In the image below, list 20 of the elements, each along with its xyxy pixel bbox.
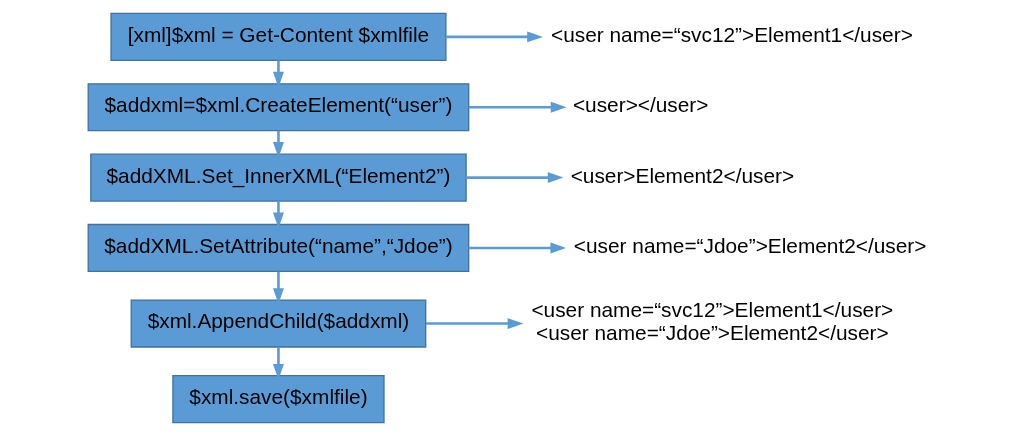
arrow	[468, 101, 567, 113]
arrow	[425, 318, 524, 330]
node-box: $addXML.Set_InnerXML(“Element2”)	[90, 153, 467, 202]
node-box: $xml.AppendChild($addxml)	[130, 299, 427, 348]
node-text: <user name=“svc12”>Element1</user> <user name=“Jdoe”>Element2</user>	[531, 297, 894, 345]
node-box: $addXML.SetAttribute(“name”,“Jdoe”)	[87, 223, 470, 273]
arrow	[468, 242, 567, 254]
node-text: <user>Element2</user>	[570, 163, 795, 187]
node-box: $addxml=$xml.CreateElement(“user”)	[87, 83, 470, 132]
arrow	[466, 172, 564, 184]
arrow	[446, 31, 543, 43]
node-box: [xml]$xml = Get-Content $xmlfile	[110, 12, 447, 61]
node-text: <user name=“svc12”>Element1</user>	[551, 22, 913, 46]
node-text: <user></user>	[572, 93, 709, 117]
node-text: <user name=“Jdoe”>Element2</user>	[573, 233, 927, 257]
arrow	[272, 60, 284, 88]
arrow	[272, 201, 284, 229]
arrow	[272, 130, 284, 158]
arrow	[272, 347, 284, 380]
node-box: $xml.save($xmlfile)	[172, 375, 385, 424]
